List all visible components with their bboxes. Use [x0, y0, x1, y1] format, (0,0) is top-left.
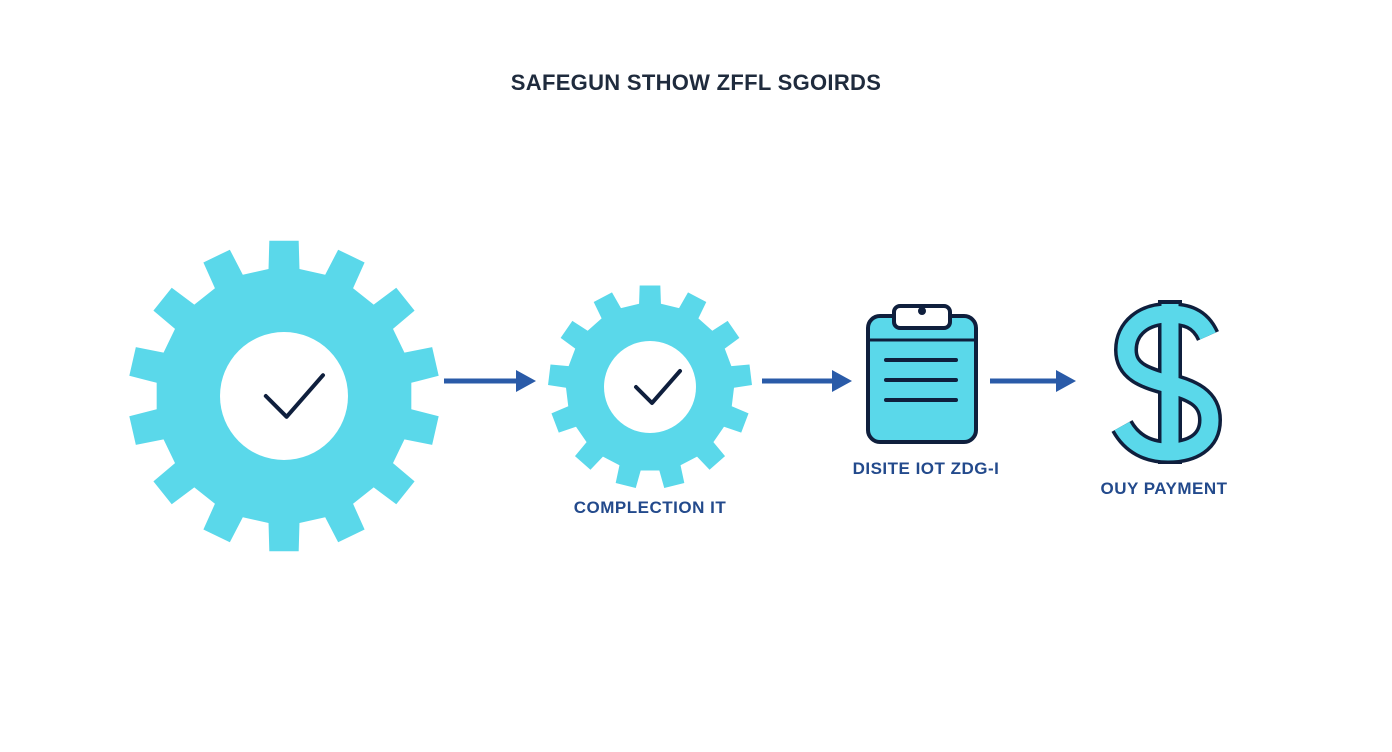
checkmark-icon — [263, 373, 325, 419]
arrow-right-1 — [444, 370, 536, 392]
arrow-right-3 — [990, 370, 1076, 392]
dollar-icon — [1111, 300, 1222, 464]
step-label-completion: COMPLECTION IT — [573, 498, 727, 517]
gear-center — [604, 341, 696, 433]
diagram-title: SAFEGUN STHOW ZFFL SGOIRDS — [510, 70, 882, 95]
arrow-right-2 — [762, 370, 852, 392]
large-gear-check-icon — [129, 240, 439, 552]
checkmark-icon — [634, 369, 682, 405]
clipboard-icon — [866, 304, 978, 444]
gear-center — [220, 332, 348, 460]
medium-gear-check-icon — [548, 285, 752, 489]
step-label-payment: OUY PAYMENT — [1100, 479, 1228, 498]
step-label-disite: DISITE IOT ZDG-I — [852, 459, 1000, 478]
